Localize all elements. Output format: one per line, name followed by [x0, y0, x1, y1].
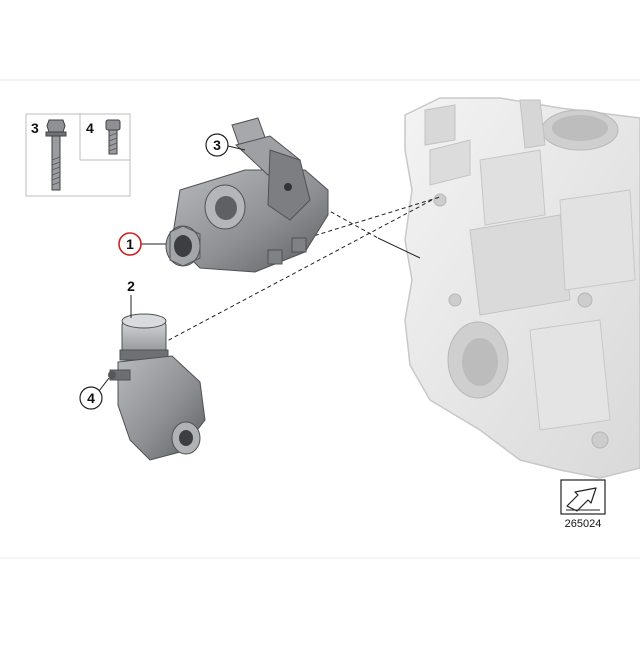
water-pump	[165, 117, 329, 273]
legend-label-screw-short: 4	[86, 120, 94, 136]
callout-label-thermostat: 2	[127, 278, 135, 294]
screw-short-icon	[105, 119, 121, 155]
callout-label-water-pump: 1	[126, 236, 134, 252]
callout-water-pump: 1	[118, 232, 166, 256]
callout-thermostat: 2	[127, 278, 135, 318]
callout-label-screw-short: 4	[87, 390, 95, 406]
figure-code: 265024	[565, 518, 602, 530]
engine-block	[404, 97, 640, 479]
screw-legend: 3 4	[25, 113, 131, 197]
callout-label-screw-long: 3	[213, 137, 221, 153]
screw-long-icon	[45, 119, 67, 191]
legend-label-screw-long: 3	[31, 120, 39, 136]
thermostat	[108, 313, 206, 461]
callout-screw-short: 4	[79, 377, 110, 410]
callout-screw-long: 3	[205, 133, 246, 157]
arrow-box-icon	[560, 479, 606, 515]
